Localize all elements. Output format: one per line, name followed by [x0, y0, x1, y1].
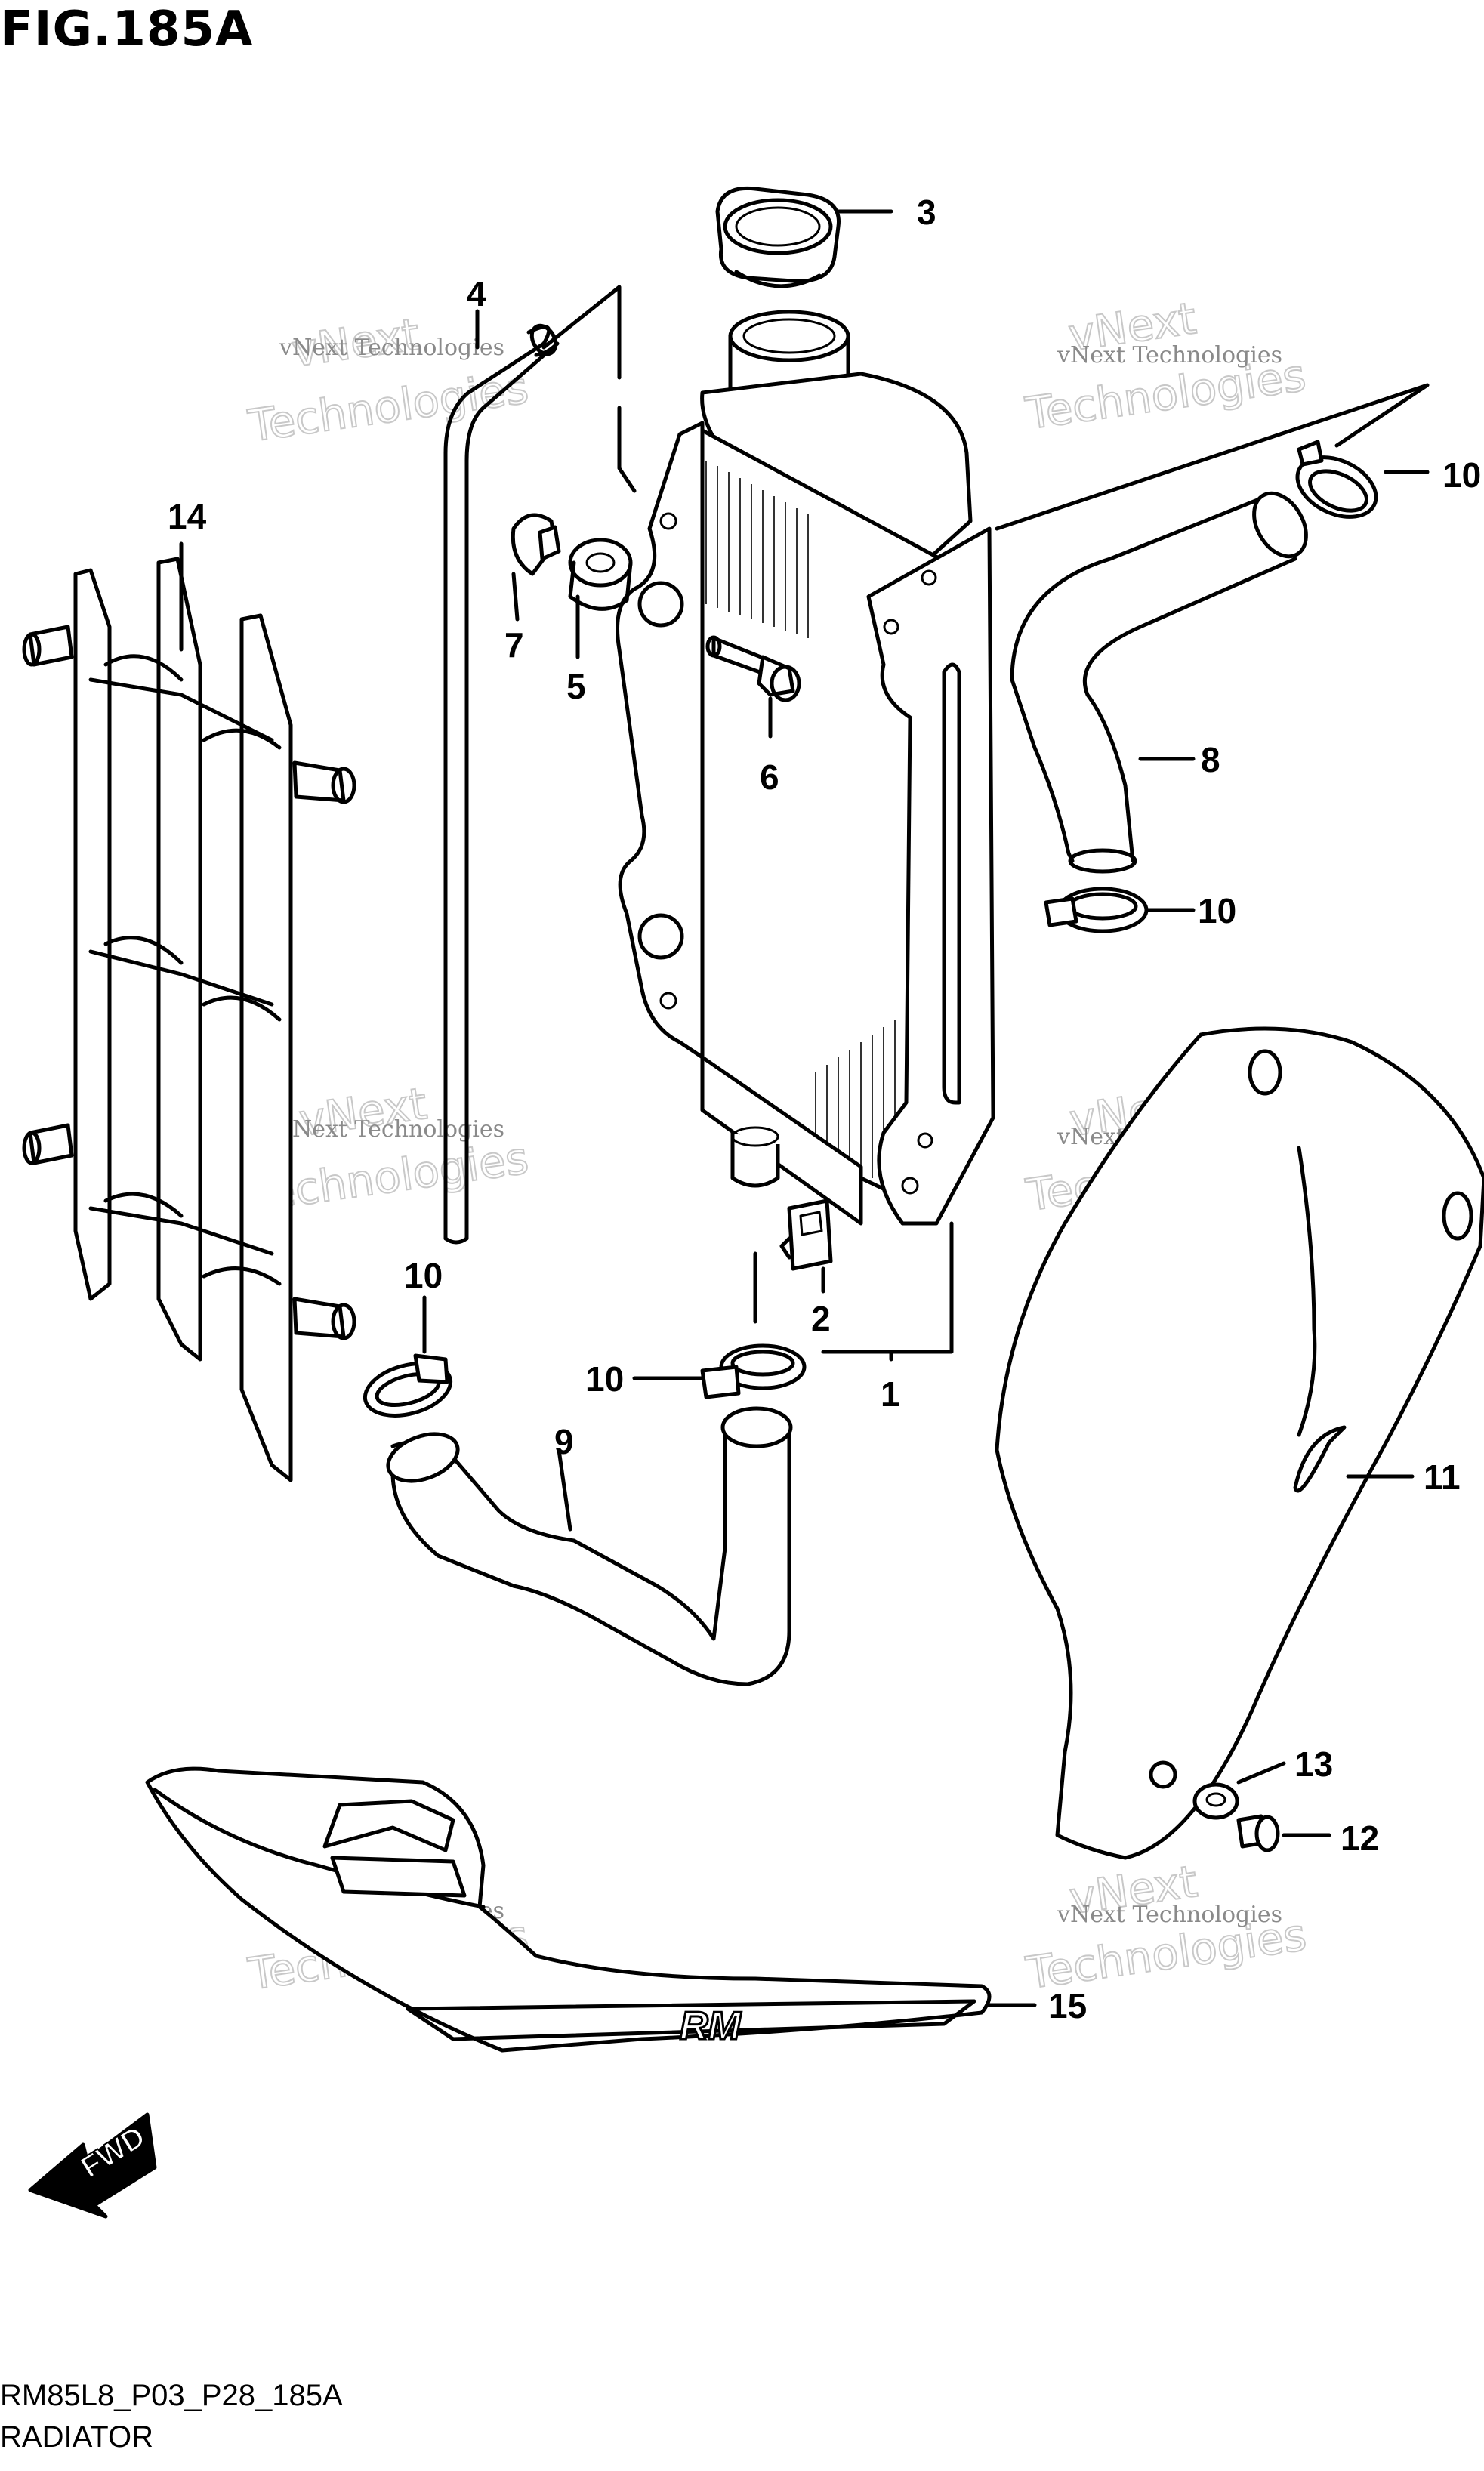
- callout-2: 2: [811, 1299, 831, 1338]
- callout-14: 14: [168, 497, 207, 536]
- callout-10-left: 10: [404, 1256, 443, 1295]
- diagram-name: RADIATOR: [0, 2420, 153, 2454]
- callout-10-mid-right: 10: [1198, 891, 1236, 930]
- callout-3: 3: [917, 193, 936, 232]
- watermark-big-2: Technologies: [245, 362, 531, 452]
- bolt-part-6: [705, 635, 801, 702]
- shroud-graphic-part-15: RM: [145, 1766, 992, 2053]
- radiator-guard-part-14: [22, 557, 356, 1482]
- watermark-small-3: vNext Technologies: [279, 1116, 504, 1143]
- callout-10-center: 10: [585, 1359, 624, 1399]
- callout-6: 6: [760, 757, 779, 797]
- hose-clamp-top-right: [1295, 440, 1378, 519]
- watermark-small-1: vNext Technologies: [279, 335, 504, 361]
- leader-lines: [179, 209, 1430, 2007]
- hose-clamp-center: [700, 1343, 807, 1399]
- watermark-group: vNext Technologies: [244, 307, 532, 452]
- callout-8: 8: [1201, 740, 1220, 779]
- callout-7: 7: [504, 625, 524, 665]
- callout-11: 11: [1424, 1458, 1461, 1497]
- callout-12: 12: [1341, 1819, 1379, 1858]
- clip-part-2: [779, 1198, 833, 1271]
- watermark-small-6: vNext Technologies: [1057, 1902, 1282, 1928]
- shroud-part-11: [995, 1026, 1484, 1860]
- grommet-part-7: [511, 513, 561, 576]
- radiator-cap: [715, 186, 841, 288]
- hose-clamp-mid-right: [1044, 887, 1149, 933]
- callout-5: 5: [566, 667, 586, 706]
- radiator-core: [616, 310, 995, 1226]
- fwd-arrow: FWD: [28, 2112, 157, 2219]
- watermark-small-2: vNext Technologies: [1057, 342, 1282, 369]
- callout-1: 1: [881, 1374, 900, 1414]
- callout-9: 9: [554, 1422, 574, 1461]
- breather-hose-part-4: [443, 323, 560, 1245]
- cushion-part-5: [568, 538, 633, 611]
- bolt-part-12: [1236, 1814, 1280, 1852]
- callout-10-top-right: 10: [1442, 455, 1481, 495]
- figure-title: FIG.185A: [0, 2, 254, 57]
- rm-logo-text: RM: [680, 2004, 742, 2048]
- callout-4: 4: [467, 274, 486, 313]
- diagram-code: RM85L8_P03_P28_185A: [0, 2379, 343, 2412]
- upper-hose-part-8: [1010, 491, 1308, 874]
- lower-hose-part-9: [386, 1406, 793, 1686]
- callout-15: 15: [1048, 1986, 1087, 2025]
- hose-clamp-left: [363, 1353, 453, 1418]
- callout-labels: 3 4 10 14 7 5 6 8 10 10 2 10 1 9 11 13 1…: [168, 193, 1481, 2025]
- washer-part-13: [1192, 1782, 1239, 1820]
- callout-13: 13: [1294, 1745, 1333, 1784]
